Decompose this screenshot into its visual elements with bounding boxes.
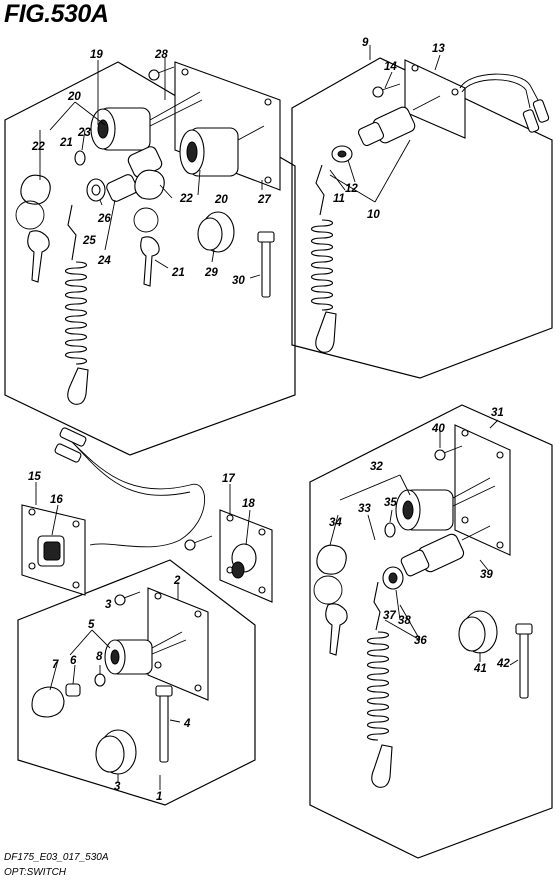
callout-22b: 22	[179, 193, 193, 205]
callout-27: 27	[257, 194, 271, 206]
harness-9	[459, 73, 550, 133]
callout-6: 6	[70, 655, 77, 667]
band-30	[257, 231, 275, 298]
lanyard-plug-26	[106, 146, 163, 202]
callout-14: 14	[384, 61, 397, 73]
cap-29	[197, 211, 235, 253]
callout-37: 37	[383, 610, 396, 622]
callout-36: 36	[414, 635, 427, 647]
callout-10: 10	[367, 209, 380, 221]
key-34	[313, 544, 348, 656]
callout-7: 7	[52, 659, 59, 671]
callout-5: 5	[88, 619, 95, 631]
panel-1-box	[17, 559, 256, 806]
callout-labels: 19 28 20 21 23 22 22 20 27 26 25 24 21 2…	[28, 37, 510, 803]
callout-25: 25	[82, 235, 96, 247]
callout-29: 29	[204, 267, 218, 279]
nut-23-washer-25	[74, 150, 106, 202]
callout-3-small: 3	[105, 599, 112, 611]
footer-figure-code: DF175_E03_017_530A	[4, 852, 109, 863]
key-22-left	[15, 174, 51, 283]
switch-plate-18	[219, 509, 273, 603]
switch-plate-16	[21, 504, 86, 596]
panel-31-box	[309, 404, 553, 859]
callout-22a: 22	[31, 141, 45, 153]
callout-40: 40	[431, 423, 445, 435]
callout-12: 12	[345, 183, 358, 195]
key-22-right	[133, 169, 165, 287]
leader-lines	[35, 45, 519, 790]
lanyard-cord-24	[64, 204, 89, 405]
washer-8	[94, 673, 106, 687]
callout-20a: 20	[67, 91, 81, 103]
callout-9: 9	[362, 37, 369, 49]
panel-9-box	[291, 57, 553, 379]
figure-title: FIG.530A	[4, 0, 109, 28]
stop-switch-10	[331, 95, 441, 163]
footer-figure-name: OPT:SWITCH	[4, 867, 67, 878]
callout-2: 2	[173, 575, 181, 587]
cap-7	[31, 686, 65, 718]
switch-plate-2	[147, 587, 209, 701]
callout-3: 3	[114, 781, 121, 793]
band-42	[515, 623, 533, 699]
callout-32: 32	[370, 461, 383, 473]
callout-39: 39	[480, 569, 493, 581]
callout-15: 15	[28, 471, 41, 483]
callout-24: 24	[97, 255, 111, 267]
knob-6	[65, 683, 81, 697]
callout-4: 4	[183, 718, 191, 730]
cap-3	[95, 729, 137, 775]
callout-38: 38	[398, 615, 411, 627]
callout-18: 18	[242, 498, 255, 510]
band-4	[155, 685, 173, 763]
screw-14	[372, 83, 401, 98]
callout-35: 35	[384, 497, 397, 509]
callout-28: 28	[154, 49, 168, 61]
callout-41: 41	[473, 663, 487, 675]
callout-20b: 20	[214, 194, 228, 206]
callout-23: 23	[77, 127, 91, 139]
screw-3-small	[114, 591, 141, 606]
callout-16: 16	[50, 494, 63, 506]
cap-41	[458, 610, 498, 654]
screw-17	[184, 535, 213, 551]
stop-switch-right	[179, 125, 265, 177]
callout-21a: 21	[59, 137, 73, 149]
callout-1: 1	[156, 791, 162, 803]
callout-13: 13	[432, 43, 445, 55]
lanyard-cord-36	[366, 581, 393, 788]
callout-8: 8	[96, 651, 103, 663]
nut-35	[384, 522, 396, 538]
lanyard-cord-11	[310, 164, 337, 353]
callout-31: 31	[491, 407, 504, 419]
screw-40	[434, 445, 463, 461]
callout-33: 33	[358, 503, 371, 515]
callout-34: 34	[329, 517, 342, 529]
callout-17: 17	[222, 473, 235, 485]
harness-wires	[54, 427, 206, 548]
stop-switch-37	[382, 525, 491, 590]
ignition-switch-33	[395, 477, 496, 531]
callout-19: 19	[90, 49, 103, 61]
callout-30: 30	[232, 275, 245, 287]
callout-11: 11	[333, 193, 345, 205]
switch-plate-39	[454, 424, 511, 556]
callout-21b: 21	[171, 267, 185, 279]
panel-19-box	[4, 61, 296, 456]
screw-28	[148, 66, 175, 81]
callout-26: 26	[97, 213, 111, 225]
callout-42: 42	[496, 658, 510, 670]
switch-body-5	[104, 631, 187, 675]
